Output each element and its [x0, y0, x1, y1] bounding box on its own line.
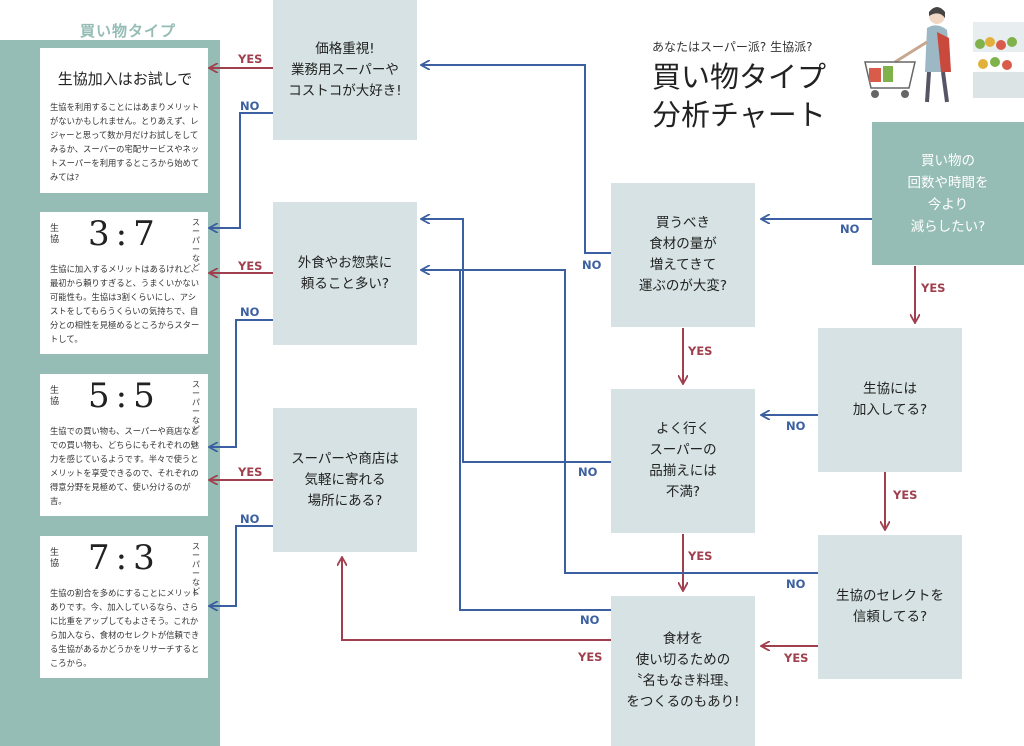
- result-card-3: 生協 5:5 スーパーなど 生協での買い物も、スーパーや商店などでの買い物も、ど…: [40, 374, 208, 516]
- result-text: 生協に加入するメリットはあるけれど、最初から頼りすぎると、うまくいかない可能性も…: [50, 264, 200, 344]
- edge-label-no: NO: [240, 305, 260, 319]
- edge-label-yes: YES: [688, 549, 713, 563]
- edge-label-no: NO: [578, 465, 598, 479]
- start-label: スタート: [912, 107, 968, 123]
- edge-label-no: NO: [840, 222, 860, 236]
- edge-label-no: NO: [582, 258, 602, 272]
- edge-label-yes: YES: [238, 259, 263, 273]
- supermarket-label: スーパーなど: [192, 380, 200, 434]
- shopper-illustration: [855, 2, 1024, 106]
- question-join-box: 生協には 加入してる?: [818, 328, 962, 472]
- edge-label-no: NO: [786, 577, 806, 591]
- edge-label-yes: YES: [578, 650, 603, 664]
- ratio-value: 7:3: [88, 538, 161, 578]
- ratio-value: 5:5: [88, 376, 161, 416]
- edge-label-yes: YES: [238, 465, 263, 479]
- edge-label-yes: YES: [921, 281, 946, 295]
- coop-label: 生協: [50, 224, 60, 245]
- question-recipe-box: 食材を 使い切るための 〝名もなき料理〟 をつくるのもあり!: [611, 596, 755, 746]
- question-trust-box: 生協のセレクトを 信頼してる?: [818, 535, 962, 679]
- question-store-box: よく行く スーパーの 品揃えには 不満?: [611, 389, 755, 533]
- edge-label-no: NO: [240, 99, 260, 113]
- question-amount-box: 買うべき 食材の量が 増えてきて 運ぶのが大変?: [611, 183, 755, 327]
- chart-title: 買い物タイプ 分析チャート: [652, 60, 827, 132]
- question-eatout-box: 外食やお惣菜に 頼ること多い?: [273, 202, 417, 345]
- chart-subtitle: あなたはスーパー派? 生協派?: [652, 40, 813, 54]
- question-near-box: スーパーや商店は 気軽に寄れる 場所にある?: [273, 408, 417, 552]
- result-card-1: 生協加入はお試しで 生協を利用することにはあまりメリットがないかもしれません。と…: [40, 48, 208, 193]
- edge-label-yes: YES: [688, 344, 713, 358]
- ratio-value: 3:7: [88, 214, 161, 254]
- question-price-box: 価格重視! 業務用スーパーや コストコが大好き!: [273, 0, 417, 140]
- edge-label-yes: YES: [238, 52, 263, 66]
- result-text: 生協での買い物も、スーパーや商店などでの買い物も、どちらにもそれぞれの魅力を感じ…: [50, 426, 200, 506]
- edge-label-yes: YES: [784, 651, 809, 665]
- edge-label-yes: YES: [893, 488, 918, 502]
- coop-label: 生協: [50, 386, 60, 407]
- coop-label: 生協: [50, 548, 60, 569]
- result-heading: 生協加入はお試しで: [57, 70, 193, 88]
- supermarket-label: スーパーなど: [192, 542, 200, 596]
- panel-title: 買い物タイプ: [80, 22, 177, 40]
- edge-label-no: NO: [786, 419, 806, 433]
- result-card-2: 生協 3:7 スーパーなど 生協に加入するメリットはあるけれど、最初から頼りすぎ…: [40, 212, 208, 354]
- result-card-4: 生協 7:3 スーパーなど 生協の割合を多めにすることにメリットありです。今、加…: [40, 536, 208, 678]
- edge-label-no: NO: [580, 613, 600, 627]
- result-text: 生協を利用することにはあまりメリットがないかもしれません。とりあえず、レジャーと…: [50, 102, 200, 182]
- supermarket-label: スーパーなど: [192, 218, 200, 272]
- result-text: 生協の割合を多めにすることにメリットありです。今、加入しているなら、さらに比重を…: [50, 588, 200, 668]
- start-question-box: 買い物の 回数や時間を 今より 減らしたい?: [872, 122, 1024, 265]
- edge-label-no: NO: [240, 512, 260, 526]
